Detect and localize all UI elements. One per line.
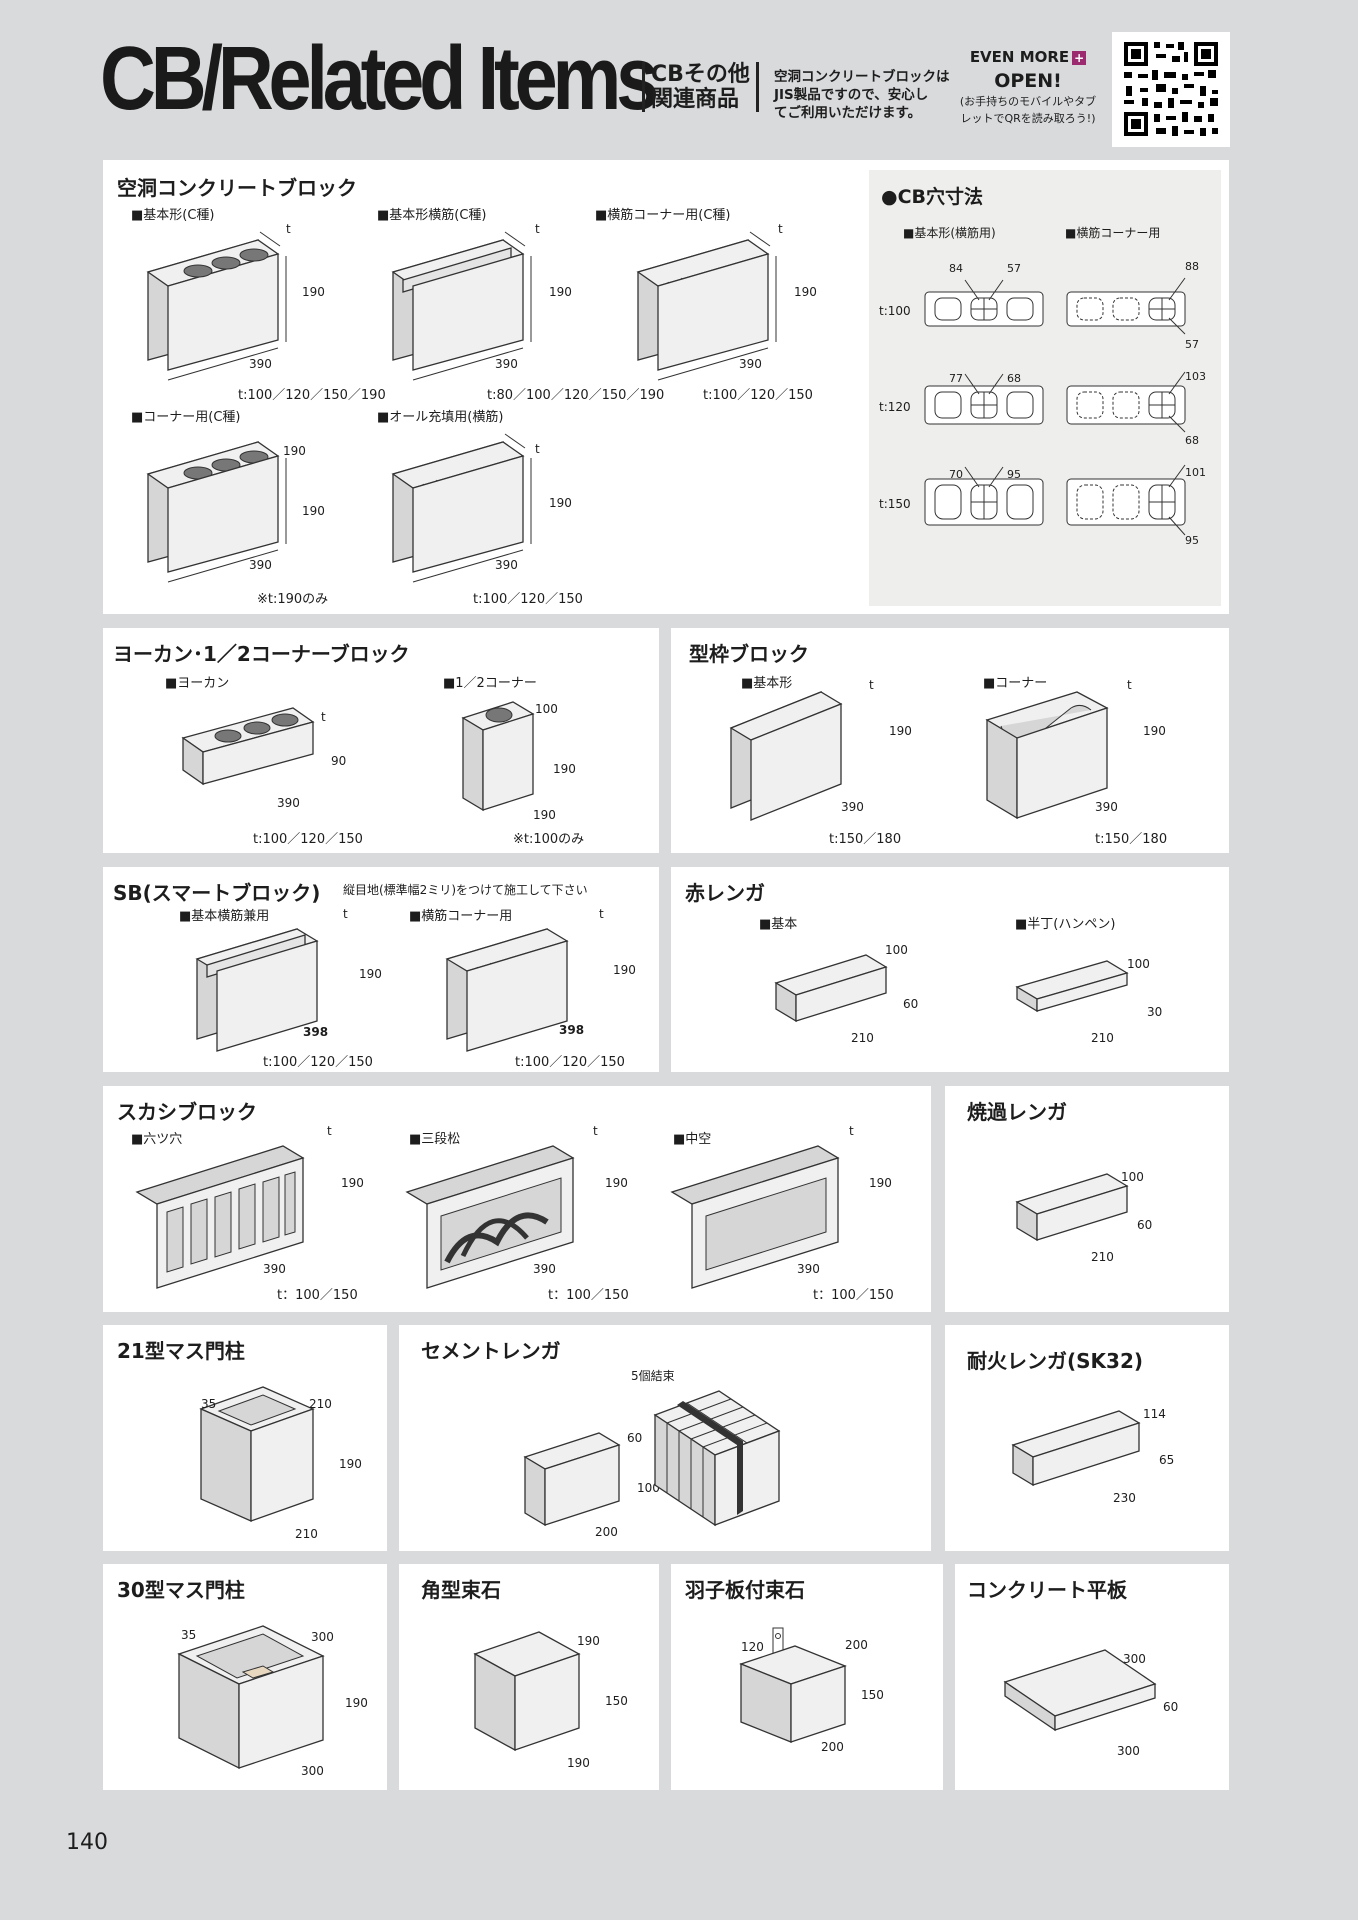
hole-diagram-t150 <box>924 464 1186 536</box>
section-title: 空洞コンクリートブロック <box>117 176 357 200</box>
smart-corner-drawing <box>445 928 569 1052</box>
shoka-brick-drawing <box>1015 1173 1129 1242</box>
panel-cement-brick: セメントレンガ 5個結束 60 100 200 <box>399 1325 931 1551</box>
panel-sukashi: スカシブロック ■六ツ穴 ■三段松 ■中空 t：100／150 t：100／15… <box>103 1086 931 1312</box>
half-corner-drawing <box>461 701 535 812</box>
panel-kakugata: 角型束石 190 150 190 <box>399 1564 659 1790</box>
fire-brick-drawing <box>1011 1410 1141 1487</box>
qr-code-image <box>1122 40 1220 138</box>
panel-pillar-30: 30型マス門柱 35 300 190 300 <box>103 1564 387 1790</box>
plus-icon: + <box>1072 50 1087 65</box>
hole-diagram-t120 <box>924 371 1186 433</box>
panel-red-brick: 赤レンガ ■基本 ■半丁(ハンペン) 100 60 210 100 30 210 <box>671 867 1229 1072</box>
haita-drawing <box>739 1627 847 1743</box>
kakugata-drawing <box>473 1631 581 1752</box>
red-brick-half-drawing <box>1015 960 1129 1013</box>
block-corner-drawing <box>146 441 287 583</box>
jp-subtitle: CBその他 関連商品 <box>642 62 759 112</box>
qr-code[interactable] <box>1112 32 1230 147</box>
pillar-21-drawing <box>199 1386 315 1522</box>
cement-brick-bundle-drawing <box>653 1390 781 1527</box>
block-horizontal-corner-drawing <box>636 231 777 381</box>
smart-basic-drawing <box>195 928 319 1052</box>
panel-fire-brick: 耐火レンガ(SK32) 114 65 230 <box>945 1325 1229 1551</box>
block-basic-horizontal-drawing <box>391 231 532 381</box>
panel-yokan: ヨーカン･1／2コーナーブロック ■ヨーカン ■1／2コーナー t:100／12… <box>103 628 659 853</box>
sukashi-six-hole-drawing <box>135 1145 305 1289</box>
panel-pillar-21: 21型マス門柱 35 210 190 210 <box>103 1325 387 1551</box>
panel-concrete-slab: コンクリート平板 300 60 300 <box>955 1564 1229 1790</box>
page-title: CB/Related Items <box>100 29 659 129</box>
sukashi-sandanmatsu-drawing <box>405 1145 575 1289</box>
hole-diagram-t100 <box>924 277 1186 335</box>
panel-smart-block: SB(スマートブロック) 縦目地(標準幅2ミリ)をつけて施工して下さい ■基本横… <box>103 867 659 1072</box>
katawaku-corner-drawing <box>985 691 1109 820</box>
concrete-slab-drawing <box>1003 1649 1157 1732</box>
cb-hole-dimensions: ●CB穴寸法 ■基本形(横筋用) ■横筋コーナー用 t:100 t:120 t:… <box>869 170 1221 606</box>
katawaku-basic-drawing <box>729 691 843 821</box>
cement-brick-single-drawing <box>523 1432 621 1527</box>
pillar-30-drawing <box>177 1625 325 1770</box>
header-description: 空洞コンクリートブロックは JIS製品ですので、安心し てご利用いただけます。 <box>774 69 950 121</box>
sukashi-hollow-drawing <box>670 1145 840 1289</box>
panel-shoka-brick: 焼過レンガ 100 60 210 <box>945 1086 1229 1312</box>
page-number: 140 <box>66 1830 108 1855</box>
red-brick-basic-drawing <box>774 954 888 1023</box>
yokan-drawing <box>181 707 315 786</box>
panel-katawaku: 型枠ブロック ■基本形 ■コーナー t:150／180 t:150／180 19… <box>671 628 1229 853</box>
block-basic-drawing <box>146 231 287 381</box>
block-all-fill-drawing <box>391 433 532 583</box>
even-more-box: EVEN MORE+ OPEN! (お手持ちのモバイルやタブ レットでQRを読み… <box>959 48 1097 125</box>
panel-haita: 羽子板付束石 120 200 150 200 <box>671 1564 943 1790</box>
